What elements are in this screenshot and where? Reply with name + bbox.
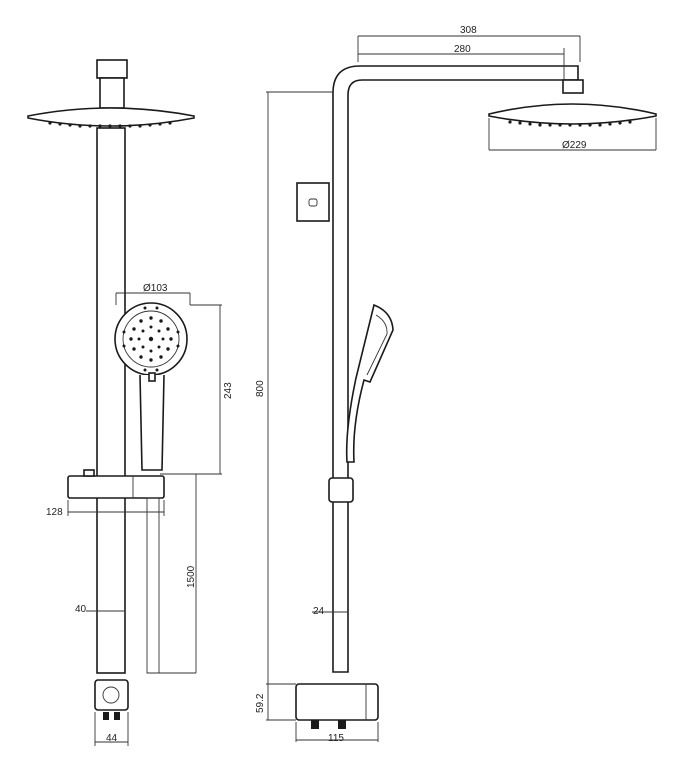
- front-bracket-knob: [83, 469, 95, 477]
- front-handshower-ring: [122, 310, 180, 368]
- dim-pipe-diameter-side: 24: [313, 606, 325, 617]
- dim-arm-length-inner: 280: [454, 44, 471, 55]
- dim-arm-length-outer: 308: [460, 25, 477, 36]
- side-base-valve: [295, 683, 379, 721]
- side-overhead-nozzles: [508, 120, 632, 127]
- side-wall-bracket: [296, 182, 330, 222]
- dim-base-width-side: 115: [328, 733, 344, 744]
- front-inlet-right: [114, 712, 120, 720]
- front-overhead-nozzles: [48, 121, 172, 128]
- side-overhead-shower: [488, 103, 657, 125]
- front-view: Ø103 243 128 1500 40 44: [27, 59, 234, 746]
- front-top-connector: [96, 59, 128, 79]
- dim-total-height: 800: [255, 380, 266, 397]
- front-slide-rail: [146, 497, 160, 674]
- side-handshower: [345, 303, 394, 463]
- front-handshower-button: [148, 372, 156, 382]
- side-bracket-screw: [308, 198, 318, 207]
- side-inlet-right: [338, 720, 346, 729]
- side-slide-holder: [328, 477, 354, 503]
- front-slide-bracket: [67, 475, 165, 499]
- dim-handshower-height: 243: [223, 382, 234, 399]
- dim-base-width-front: 44: [106, 733, 118, 744]
- side-inlet-left: [311, 720, 319, 729]
- side-arm-joint: [562, 79, 584, 94]
- front-base-knob: [102, 686, 120, 704]
- dim-slide-rail-length: 1500: [186, 565, 197, 588]
- front-handshower-nozzles: [122, 306, 180, 372]
- dim-overhead-diameter: Ø229: [562, 140, 587, 151]
- front-arm-joint: [99, 77, 125, 109]
- front-inlet-left: [103, 712, 109, 720]
- dim-base-height: 59.2: [255, 693, 266, 713]
- front-main-pipe: [96, 127, 126, 674]
- dim-pipe-diameter-front: 40: [75, 604, 87, 615]
- side-view: 308 280 Ø229 800 24 59.2 115: [255, 25, 657, 744]
- side-dimension-lines: [266, 35, 657, 742]
- front-base: [94, 679, 129, 711]
- front-handshower-handle: [139, 374, 165, 471]
- dim-bracket-width: 128: [46, 507, 63, 518]
- dim-handshower-diameter: Ø103: [143, 283, 168, 294]
- front-dimension-lines: [67, 292, 222, 746]
